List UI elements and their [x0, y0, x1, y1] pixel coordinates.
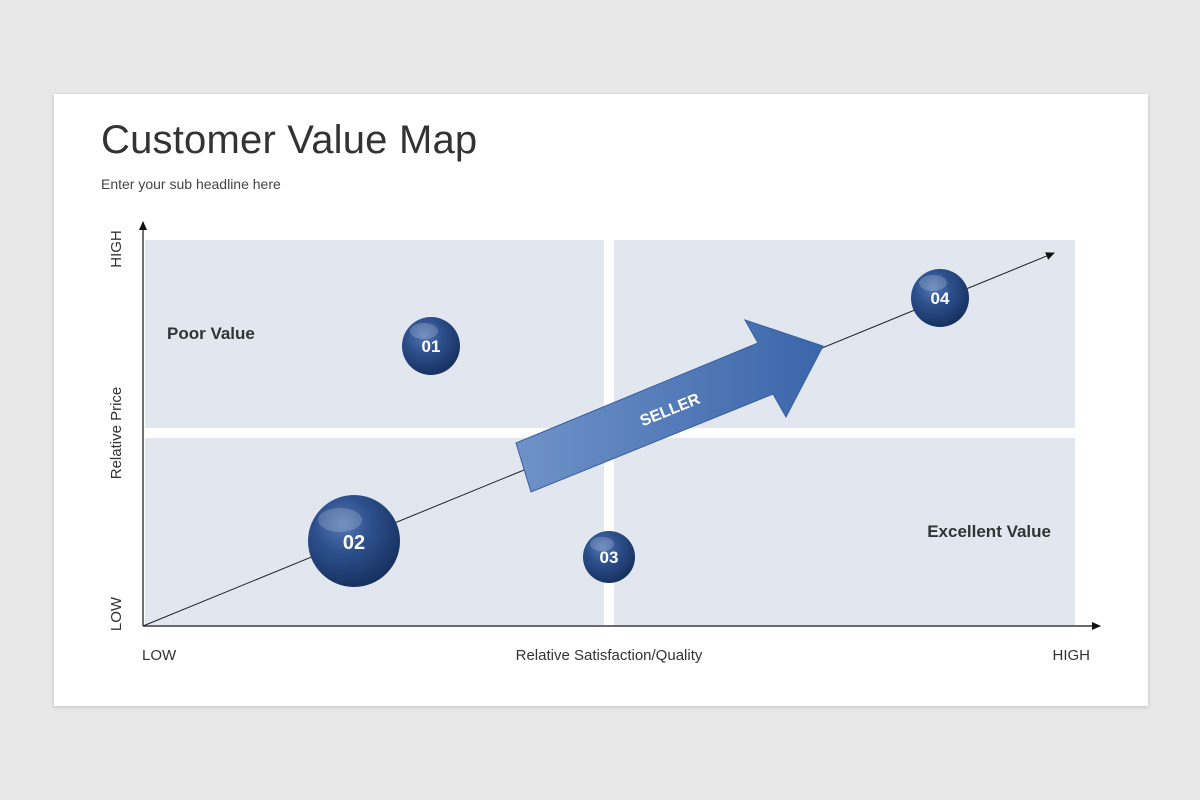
excellent-value-label: Excellent Value [927, 522, 1051, 541]
marker-label: 02 [343, 532, 365, 554]
marker-label: 01 [422, 337, 441, 356]
x-axis-high-label: HIGH [1053, 647, 1091, 664]
quadrant-bottom-right [614, 438, 1075, 625]
seller-arrow: SELLER [515, 319, 824, 493]
x-axis-title: Relative Satisfaction/Quality [516, 647, 703, 664]
marker-01: 01 [402, 317, 460, 375]
marker-label: 04 [931, 289, 950, 308]
y-axis-title: Relative Price [108, 387, 125, 480]
marker-label: 03 [600, 548, 619, 567]
x-axis-low-label: LOW [142, 647, 177, 664]
marker-04: 04 [911, 269, 969, 327]
y-axis-low-label: LOW [108, 596, 125, 631]
page-subtitle: Enter your sub headline here [101, 176, 281, 192]
y-axis-high-label: HIGH [108, 230, 125, 268]
marker-03: 03 [583, 531, 635, 583]
marker-02: 02 [308, 495, 400, 587]
quadrant-top-left [145, 240, 604, 428]
page-title: Customer Value Map [101, 118, 478, 162]
poor-value-label: Poor Value [167, 324, 255, 343]
